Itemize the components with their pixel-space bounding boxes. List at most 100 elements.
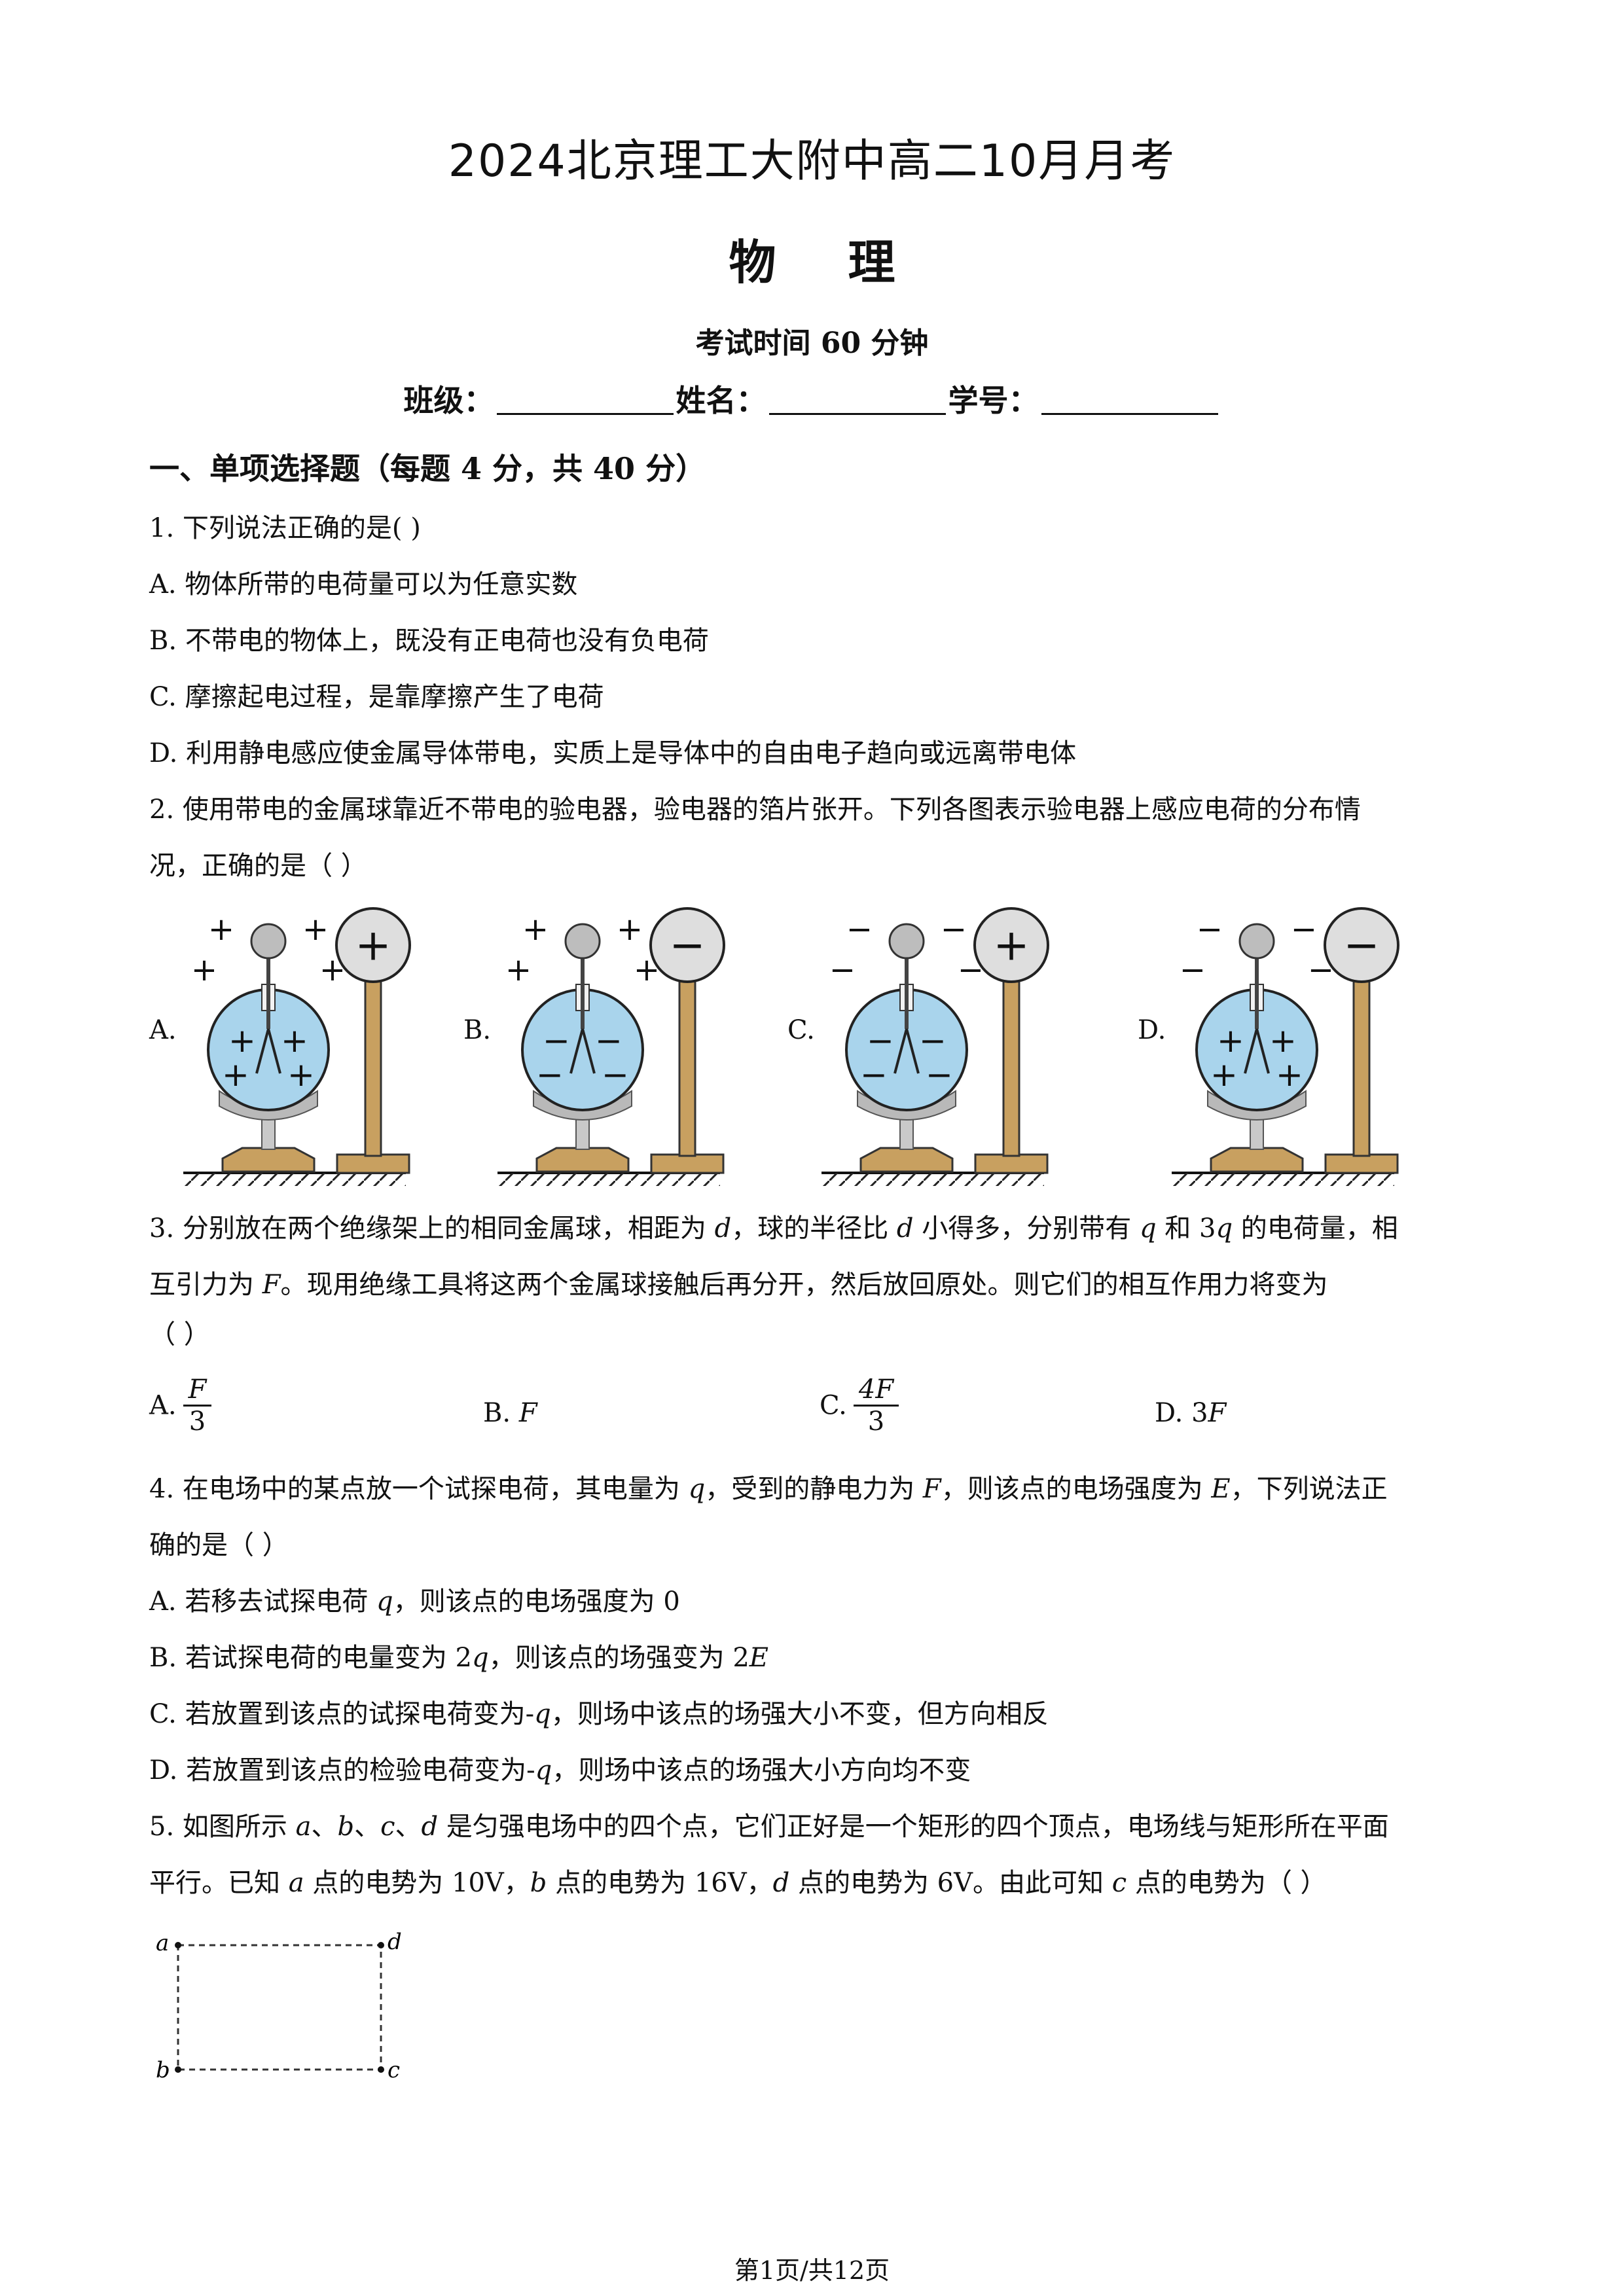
leaf-right [1255, 1028, 1270, 1074]
class-field[interactable] [496, 387, 674, 415]
inner-charge: − [919, 1022, 947, 1060]
top-charge: + [191, 952, 217, 988]
leaf-left [1244, 1028, 1258, 1074]
ball-stand-base [1324, 1153, 1399, 1174]
q4-stem-line2: 确的是（ ） [149, 1530, 289, 1560]
top-charge: + [522, 911, 549, 948]
ball-stand-pole [1352, 974, 1371, 1157]
subject-title: 物理 [729, 234, 967, 290]
leaf-left [569, 1028, 584, 1074]
inner-charge: + [287, 1056, 315, 1094]
point-a [175, 1942, 181, 1948]
exam-duration: 考试时间 60 分钟 [695, 327, 929, 360]
charged-ball [1324, 907, 1399, 983]
ball-stand-pole [364, 974, 382, 1157]
figure-label: C. [787, 1015, 815, 1045]
top-charge: − [846, 911, 873, 948]
q1-option-a: A. 物体所带的电荷量可以为任意实数 [149, 569, 578, 600]
ground-hatch [497, 1173, 720, 1186]
q4-option-b: B. 若试探电荷的电量变为 2q，则该点的场强变为 2E [149, 1643, 768, 1673]
id-field[interactable] [1041, 387, 1218, 415]
label-a: a [156, 1930, 169, 1956]
figure-label: D. [1138, 1015, 1166, 1045]
q2-stem-line2: 况，正确的是（ ） [149, 851, 367, 881]
q3-stem-line1: 3. 分别放在两个绝缘架上的相同金属球，相距为 d，球的半径比 d 小得多，分别… [149, 1213, 1398, 1244]
ground-hatch [183, 1173, 406, 1186]
ball-charge: − [1343, 920, 1379, 971]
label-b: b [156, 2057, 170, 2083]
q1-option-d: D. 利用静电感应使金属导体带电，实质上是导体中的自由电子趋向或远离带电体 [149, 738, 1077, 768]
q2-electroscope-figures: A.+++++++++B.++++−−−−−C.−−−−−−−−+D.−−−−+… [149, 907, 1399, 1186]
electroscope-base [535, 1147, 630, 1173]
electroscope-figure-3: C.−−−−−−−−+ [787, 907, 1049, 1186]
top-charge: + [208, 911, 234, 948]
electroscope-figure-4: D.−−−−++++− [1138, 907, 1399, 1186]
leaf-left [255, 1028, 270, 1074]
q3-stem-line3: （ ） [149, 1319, 210, 1350]
ball-stand-base [650, 1153, 725, 1174]
top-knob [1238, 923, 1275, 960]
q3-option-b: B. F [483, 1398, 537, 1428]
inner-charge: + [222, 1056, 249, 1094]
ground-hatch [1172, 1173, 1394, 1186]
q4-option-a: A. 若移去试探电荷 q，则该点的电场强度为 0 [149, 1587, 680, 1617]
leaf-right [267, 1028, 281, 1074]
top-charge: − [829, 952, 856, 988]
inner-charge: + [281, 1022, 308, 1060]
point-b [175, 2066, 181, 2073]
label-d: d [388, 1929, 402, 1955]
inner-charge: − [543, 1022, 570, 1060]
leaf-right [581, 1028, 596, 1074]
inner-charge: − [867, 1022, 894, 1060]
inner-charge: − [595, 1022, 623, 1060]
leaf-left [893, 1028, 908, 1074]
inner-charge: − [926, 1056, 953, 1094]
ball-charge: − [669, 920, 705, 971]
inner-charge: + [1269, 1022, 1297, 1060]
q5-rectangle-figure: a d b c [156, 1929, 402, 2083]
ball-charge: + [355, 920, 391, 971]
inner-charge: + [1217, 1022, 1244, 1060]
electroscope-figure-2: B.++++−−−−− [463, 907, 725, 1186]
top-charge: − [1197, 911, 1223, 948]
top-charge: − [1180, 952, 1206, 988]
top-knob [564, 923, 601, 960]
top-charge: − [941, 911, 967, 948]
inner-charge: − [536, 1056, 564, 1094]
top-charge: + [505, 952, 532, 988]
q5-stem-line2: 平行。已知 a 点的电势为 10V，b 点的电势为 16V，d 点的电势为 6V… [149, 1868, 1327, 1898]
charged-ball [649, 907, 725, 983]
class-label: 班级： [403, 383, 494, 418]
q3-option-d: D. 3F [1155, 1398, 1227, 1428]
top-charge: + [617, 911, 643, 948]
figure-label: B. [463, 1015, 491, 1045]
exam-title: 2024北京理工大附中高二10月月考 [448, 135, 1176, 187]
point-d [378, 1942, 384, 1948]
q4-stem-line1: 4. 在电场中的某点放一个试探电荷，其电量为 q，受到的静电力为 F，则该点的电… [149, 1474, 1388, 1504]
id-label: 学号： [948, 383, 1039, 418]
inner-charge: − [602, 1056, 629, 1094]
section-heading: 一、单项选择题（每题 4 分，共 40 分） [149, 451, 706, 486]
label-c: c [388, 2057, 400, 2083]
q3-stem-line2: 互引力为 F。现用绝缘工具将这两个金属球接触后再分开，然后放回原处。则它们的相互… [149, 1270, 1328, 1300]
charged-ball [973, 907, 1049, 983]
leaf-right [905, 1028, 920, 1074]
ball-stand-pole [1002, 974, 1020, 1157]
electroscope-figure-1: A.+++++++++ [149, 907, 411, 1186]
ball-charge: + [993, 920, 1029, 971]
q1-stem: 1. 下列说法正确的是( ) [149, 513, 421, 543]
electroscope-base [221, 1147, 316, 1173]
inner-charge: + [1210, 1056, 1238, 1094]
top-knob [888, 923, 925, 960]
ball-stand-base [336, 1153, 410, 1174]
name-field[interactable] [768, 387, 946, 415]
q2-stem-line1: 2. 使用带电的金属球靠近不带电的验电器，验电器的箔片张开。下列各图表示验电器上… [149, 795, 1361, 825]
student-info-row: 班级：姓名：学号： [0, 377, 1624, 420]
inner-charge: + [228, 1022, 256, 1060]
q4-option-c: C. 若放置到该点的试探电荷变为-q，则场中该点的场强大小不变，但方向相反 [149, 1699, 1049, 1729]
q1-option-c: C. 摩擦起电过程，是靠摩擦产生了电荷 [149, 682, 604, 712]
ball-stand-base [974, 1153, 1049, 1174]
